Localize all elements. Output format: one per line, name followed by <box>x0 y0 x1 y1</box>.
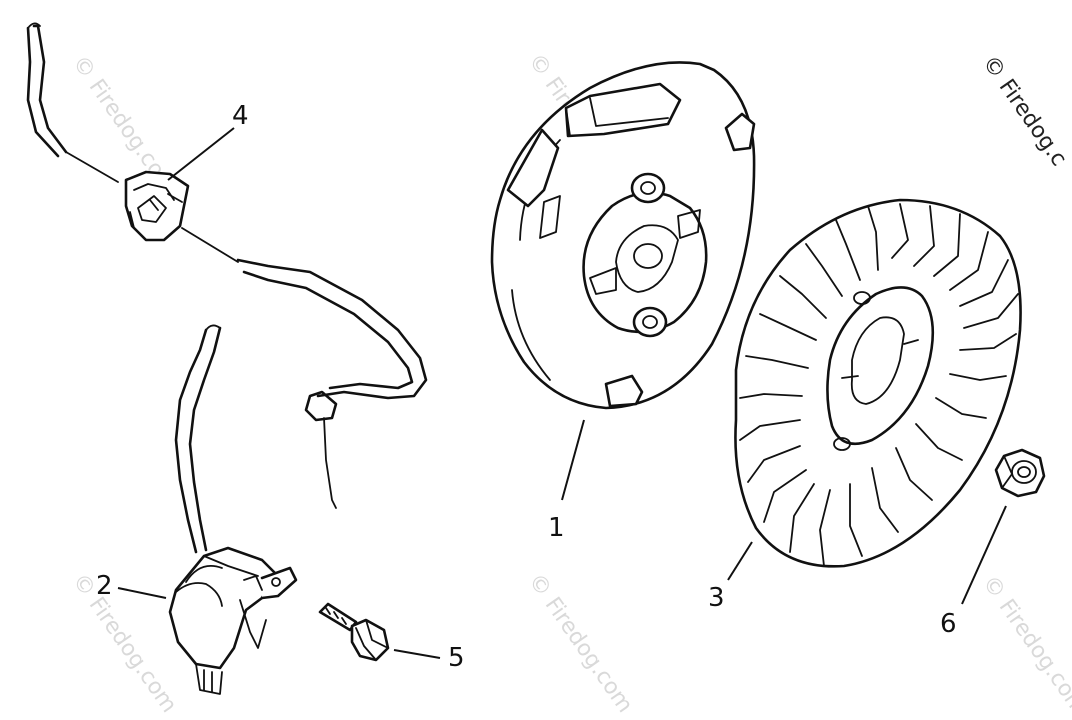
grommet <box>124 170 190 242</box>
watermark-corner: © Firedog.c <box>977 51 1071 171</box>
callout-5: 5 <box>448 643 465 673</box>
nut <box>994 448 1046 498</box>
callout-1: 1 <box>548 513 565 543</box>
leader-4 <box>167 127 235 181</box>
rotor <box>490 61 756 410</box>
watermark-5: © Firedog.com <box>977 571 1072 719</box>
callout-3: 3 <box>708 583 725 613</box>
leader-1 <box>561 419 585 501</box>
callout-2: 2 <box>96 571 113 601</box>
leader-3 <box>727 541 753 581</box>
callout-6: 6 <box>940 609 957 639</box>
leader-lines <box>117 127 1007 659</box>
high-tension-lead <box>26 22 428 509</box>
leader-2 <box>117 587 167 599</box>
leader-6 <box>961 505 1007 605</box>
watermark-3: © Firedog.com <box>67 569 181 717</box>
leader-5 <box>393 649 441 659</box>
callout-4: 4 <box>232 101 249 131</box>
callouts: 1 2 3 4 5 6 <box>96 101 957 673</box>
fan-blades <box>739 203 1019 567</box>
bolt <box>318 602 390 662</box>
ignition-coil <box>168 324 298 695</box>
watermark-4: © Firedog.com <box>523 569 637 717</box>
fan <box>734 198 1022 568</box>
